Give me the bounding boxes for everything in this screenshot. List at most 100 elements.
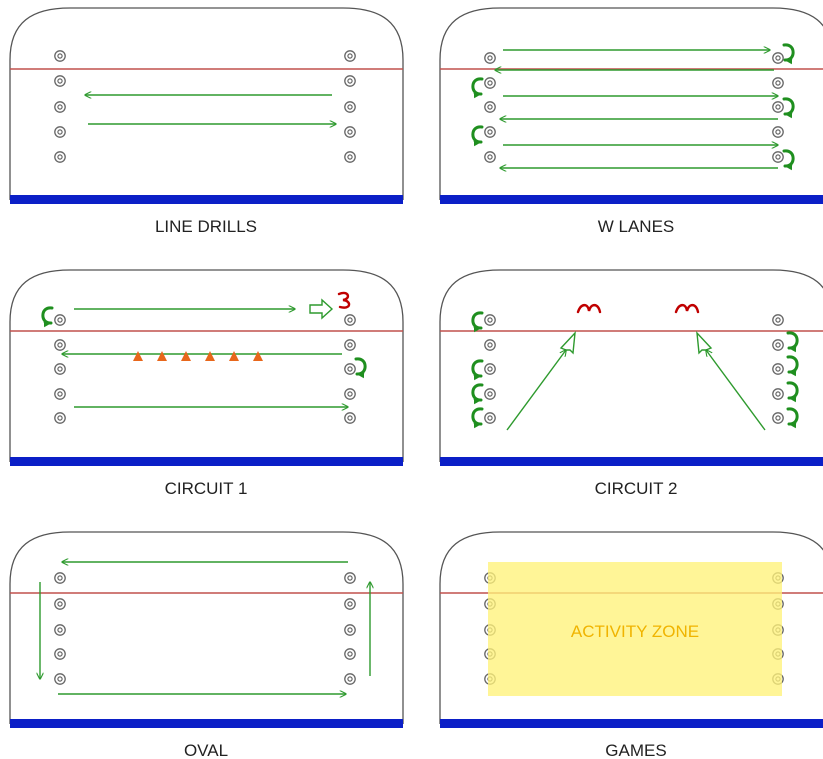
markers-left	[484, 314, 496, 424]
target-marker-icon	[484, 101, 496, 113]
forward-arrows	[85, 95, 336, 124]
turn-arrows	[41, 306, 367, 379]
markers-left	[484, 52, 496, 163]
markers-right	[344, 314, 356, 424]
target-marker-icon	[344, 314, 356, 326]
rink	[9, 269, 404, 466]
target-marker-icon	[484, 339, 496, 351]
turn-arrows	[471, 311, 799, 429]
activity-zone-label: ACTIVITY ZONE	[571, 622, 699, 641]
target-marker-icon	[772, 101, 784, 113]
markers-left	[54, 50, 66, 163]
target-marker-icon	[772, 363, 784, 375]
target-marker-icon	[344, 673, 356, 685]
target-marker-icon	[54, 363, 66, 375]
squiggle-icon	[337, 291, 351, 309]
turn-arrows	[471, 43, 795, 171]
target-marker-icon	[344, 648, 356, 660]
target-marker-icon	[344, 572, 356, 584]
cone-icon	[181, 351, 191, 361]
hollow-arrow-icon	[309, 298, 334, 320]
lane-arrows	[495, 50, 778, 168]
turn-arrow-icon	[471, 407, 484, 429]
markers-right	[772, 52, 784, 163]
target-marker-icon	[772, 339, 784, 351]
target-marker-icon	[54, 598, 66, 610]
hollow-arrow-icon	[696, 331, 713, 355]
rink	[9, 7, 404, 204]
cone-icon	[229, 351, 239, 361]
hollow-arrow-icon	[559, 331, 576, 355]
rink-outline	[439, 7, 823, 200]
markers-right	[772, 314, 784, 424]
panel-caption: LINE DRILLS	[155, 217, 257, 236]
target-marker-icon	[484, 388, 496, 400]
panel-circuit-2: CIRCUIT 2	[439, 269, 823, 498]
target-marker-icon	[344, 363, 356, 375]
target-marker-icon	[54, 314, 66, 326]
target-marker-icon	[772, 52, 784, 64]
turn-arrow-icon	[471, 77, 484, 99]
arrow-diagonal-right	[706, 350, 766, 431]
panel-circuit-1: CIRCUIT 1	[9, 269, 404, 498]
turn-arrow-icon	[471, 383, 484, 405]
panel-line-drills: LINE DRILLS	[9, 7, 404, 236]
panel-caption: CIRCUIT 2	[595, 479, 678, 498]
turn-arrow-icon	[782, 97, 795, 119]
rink	[439, 269, 823, 466]
target-marker-icon	[54, 673, 66, 685]
blue-line	[440, 457, 823, 466]
squiggle-icon	[576, 303, 602, 314]
turn-arrow-icon	[471, 311, 484, 333]
target-marker-icon	[484, 412, 496, 424]
turn-arrow-icon	[354, 357, 367, 379]
cone-icon	[205, 351, 215, 361]
squiggle-icon	[674, 303, 700, 314]
circuit-arrows	[62, 298, 348, 407]
markers-right	[344, 572, 356, 685]
turn-arrow-icon	[471, 125, 484, 147]
cone-icon	[133, 351, 143, 361]
panel-caption: OVAL	[184, 741, 228, 759]
blue-line	[10, 195, 403, 204]
target-marker-icon	[772, 314, 784, 326]
markers-left	[54, 572, 66, 685]
blue-line	[10, 719, 403, 728]
target-marker-icon	[54, 572, 66, 584]
markers-right	[344, 50, 356, 163]
diagonal-arrows	[506, 331, 766, 431]
rink-outline	[9, 531, 404, 724]
target-marker-icon	[484, 126, 496, 138]
activity-zone	[488, 562, 782, 696]
target-marker-icon	[484, 77, 496, 89]
panel-games: ACTIVITY ZONE GAMES	[439, 531, 823, 759]
cone-icon	[253, 351, 263, 361]
panel-w-lanes: W LANES	[439, 7, 823, 236]
cone-row	[133, 351, 263, 361]
target-marker-icon	[344, 624, 356, 636]
target-marker-icon	[484, 151, 496, 163]
target-marker-icon	[772, 126, 784, 138]
target-marker-icon	[772, 412, 784, 424]
turn-arrow-icon	[41, 306, 54, 328]
target-marker-icon	[344, 126, 356, 138]
target-marker-icon	[54, 388, 66, 400]
panel-caption: CIRCUIT 1	[165, 479, 248, 498]
panel-caption: GAMES	[605, 741, 666, 759]
target-marker-icon	[484, 314, 496, 326]
turn-arrow-icon	[471, 359, 484, 381]
target-marker-icon	[344, 151, 356, 163]
blue-line	[10, 457, 403, 466]
blue-line	[440, 195, 823, 204]
turn-arrow-icon	[786, 355, 799, 377]
oval-arrows	[40, 562, 370, 694]
turn-arrow-icon	[786, 331, 799, 353]
target-marker-icon	[344, 339, 356, 351]
rink	[439, 7, 823, 204]
target-marker-icon	[344, 598, 356, 610]
target-marker-icon	[344, 50, 356, 62]
target-marker-icon	[54, 101, 66, 113]
target-marker-icon	[54, 50, 66, 62]
rink-outline	[9, 269, 404, 462]
rink-outline	[9, 7, 404, 200]
